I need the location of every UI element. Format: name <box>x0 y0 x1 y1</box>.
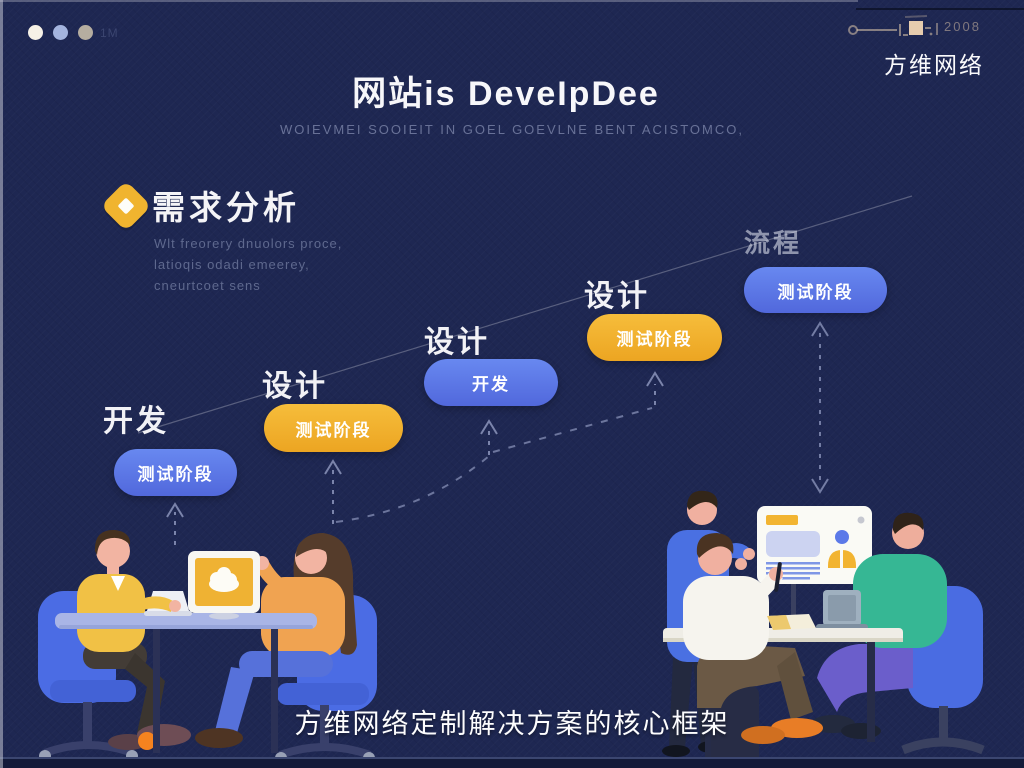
stage-2-pill: 测试阶段 <box>264 404 403 452</box>
flow-arrow-up-4 <box>646 371 664 405</box>
person-woman-orange <box>195 533 357 748</box>
trend-line <box>137 195 913 434</box>
bottom-floor-strip <box>0 757 1024 768</box>
flow-arrow-up-1 <box>166 502 184 545</box>
left-edge-highlight <box>0 0 3 768</box>
window-dot-3 <box>78 25 93 40</box>
requirements-line-2: latioqis odadi emeerey, <box>154 257 310 272</box>
stage-3-pill: 开发 <box>424 359 558 406</box>
requirements-title: 需求分析 <box>152 189 300 226</box>
window-faint-label: 1M <box>100 26 119 40</box>
page-subtitle: WOIEVMEI SOOIEIT IN GOEL GOEVLNE BENT AC… <box>280 122 744 137</box>
top-right-line <box>856 8 1024 10</box>
left-illustration-meeting <box>38 529 377 764</box>
sitting-person-white <box>683 533 823 768</box>
notepad <box>767 614 816 630</box>
flow-diagonal <box>492 407 653 453</box>
window-dot-2 <box>53 25 68 40</box>
monitor <box>188 551 260 620</box>
requirements-line-3: cneurtcoet sens <box>154 278 261 293</box>
flow-arrow-double-5 <box>811 321 829 494</box>
brand-name: 方维网络 <box>884 52 984 78</box>
flow-curve <box>335 455 490 523</box>
window-dot-1 <box>28 25 43 40</box>
flow-arrow-up-3 <box>480 419 498 455</box>
timeline-marker-icon <box>848 15 938 36</box>
meeting-desk <box>55 613 317 753</box>
presentation-screen <box>757 506 872 634</box>
year-mark: 2008 <box>944 19 981 34</box>
requirements-description: Wlt freorery dnuolors proce, latioqis od… <box>154 233 342 296</box>
right-illustration-review <box>662 490 985 768</box>
stage-5-pill: 测试阶段 <box>744 267 887 313</box>
stage-4-label: 设计 <box>584 280 650 313</box>
stage-1-pill: 测试阶段 <box>114 449 237 496</box>
sitting-person-teal <box>811 512 947 739</box>
stage-4-pill: 测试阶段 <box>587 314 722 361</box>
window-dots <box>28 25 93 40</box>
stage-2-label: 设计 <box>262 370 328 403</box>
page-title: 网站is DeveIpDee <box>352 75 660 113</box>
top-edge-highlight <box>0 0 858 2</box>
bottom-caption: 方维网络定制解决方案的核心框架 <box>294 709 730 739</box>
flow-arrow-up-2 <box>324 459 342 524</box>
laptop-gray <box>816 590 868 632</box>
stage-5-label: 流程 <box>744 228 803 258</box>
stage-3-label: 设计 <box>424 326 490 359</box>
stage-1-label: 开发 <box>103 405 169 438</box>
requirements-line-1: Wlt freorery dnuolors proce, <box>154 236 343 251</box>
man-forearm <box>141 596 181 612</box>
